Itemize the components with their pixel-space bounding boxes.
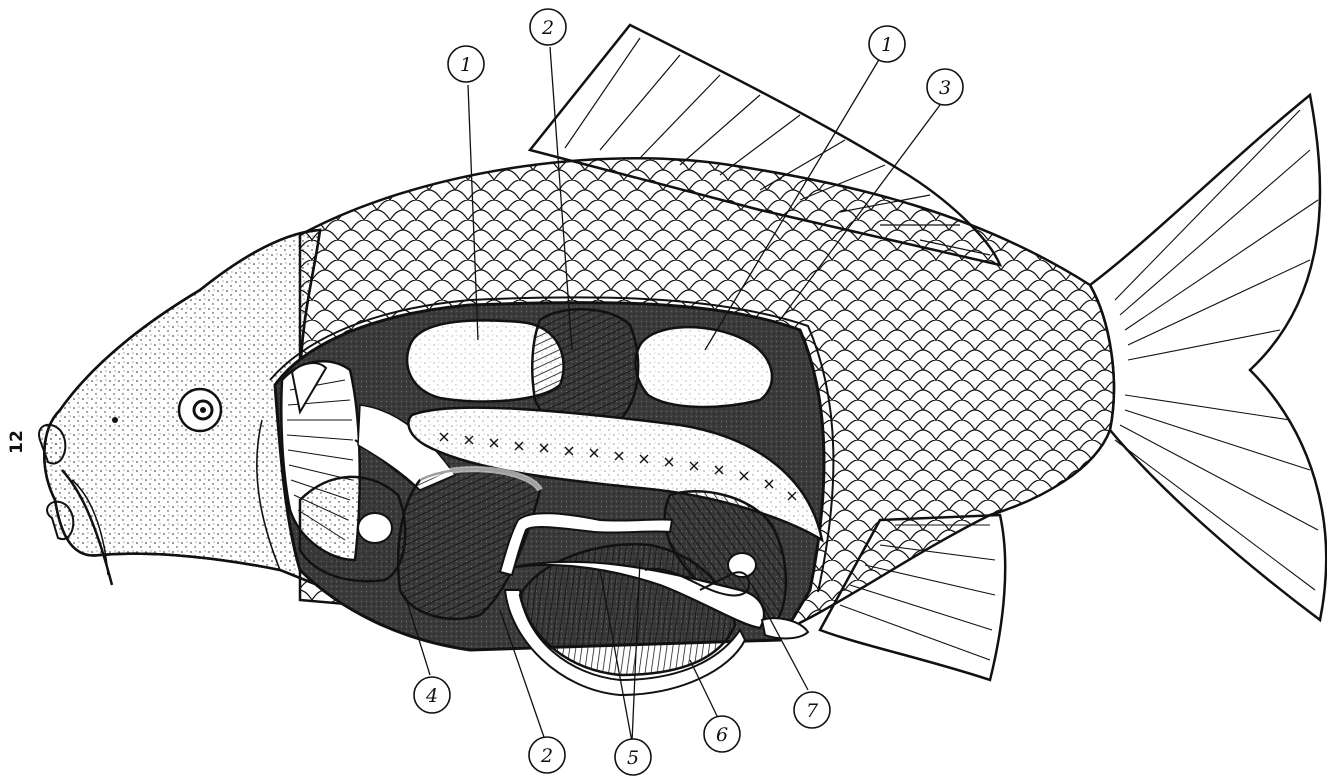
- callout-4: 4: [414, 677, 450, 713]
- svg-text:7: 7: [806, 700, 819, 722]
- svg-text:1: 1: [460, 54, 472, 76]
- callout-1a: 1: [448, 46, 484, 82]
- svg-text:2: 2: [540, 745, 553, 767]
- svg-text:5: 5: [627, 747, 639, 769]
- callout-3: 3: [927, 69, 963, 105]
- caudal-fin: [1090, 95, 1326, 620]
- svg-text:2: 2: [541, 17, 554, 39]
- callout-2b: 2: [529, 737, 565, 773]
- eye: [179, 389, 221, 431]
- svg-text:6: 6: [716, 724, 728, 746]
- page-number: 12: [7, 425, 27, 459]
- svg-text:3: 3: [939, 77, 951, 99]
- callout-1b: 1: [869, 26, 905, 62]
- svg-text:4: 4: [425, 685, 438, 707]
- svg-text:1: 1: [881, 34, 893, 56]
- callout-2a: 2: [530, 9, 566, 45]
- callout-5: 5: [615, 739, 651, 775]
- callout-7: 7: [794, 692, 830, 728]
- callout-6: 6: [704, 716, 740, 752]
